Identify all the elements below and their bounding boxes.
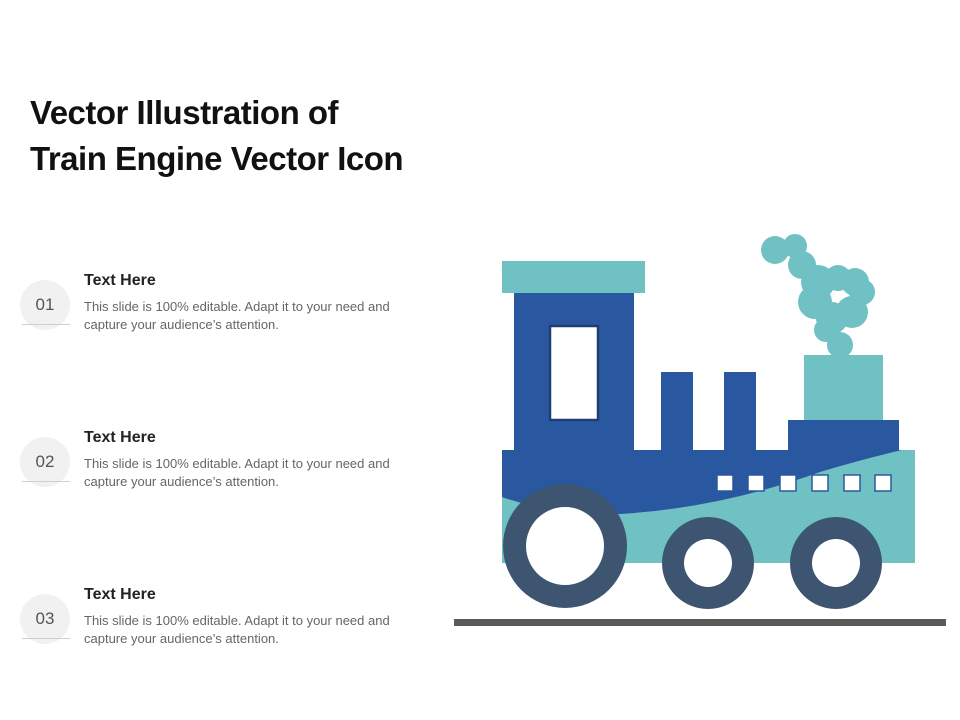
list-item: 01 Text Here This slide is 100% editable…	[20, 272, 450, 360]
stack-1	[661, 372, 693, 458]
item-heading: Text Here	[84, 272, 156, 289]
boiler-lights	[716, 474, 892, 492]
item-body: This slide is 100% editable. Adapt it to…	[84, 299, 390, 332]
item-number: 01	[35, 295, 55, 314]
rear-wheel	[790, 517, 882, 609]
middle-wheel	[662, 517, 754, 609]
item-heading: Text Here	[84, 429, 156, 446]
stack-2	[724, 372, 756, 458]
slide-title-line-1: Vector Illustration of	[30, 94, 339, 131]
item-number: 03	[35, 609, 55, 628]
number-underline	[22, 481, 70, 482]
number-underline	[22, 638, 70, 639]
large-wheel	[503, 484, 627, 608]
chimney	[804, 355, 883, 423]
slide-title: Vector Illustration of Train Engine Vect…	[30, 90, 510, 182]
list-item: 03 Text Here This slide is 100% editable…	[20, 586, 450, 674]
item-body: This slide is 100% editable. Adapt it to…	[84, 456, 390, 489]
number-underline	[22, 324, 70, 325]
list-item: 02 Text Here This slide is 100% editable…	[20, 429, 450, 517]
rail-track	[454, 619, 946, 626]
item-heading: Text Here	[84, 586, 156, 603]
slide-title-line-2: Train Engine Vector Icon	[30, 140, 404, 177]
cab-window	[548, 324, 600, 422]
item-body: This slide is 100% editable. Adapt it to…	[84, 613, 390, 646]
number-circle	[20, 280, 70, 330]
number-circle	[20, 437, 70, 487]
item-number: 02	[35, 452, 55, 471]
number-circle	[20, 594, 70, 644]
cab-roof	[502, 261, 645, 293]
smoke-cloud-icon	[761, 234, 875, 358]
train-engine-icon	[454, 234, 946, 626]
